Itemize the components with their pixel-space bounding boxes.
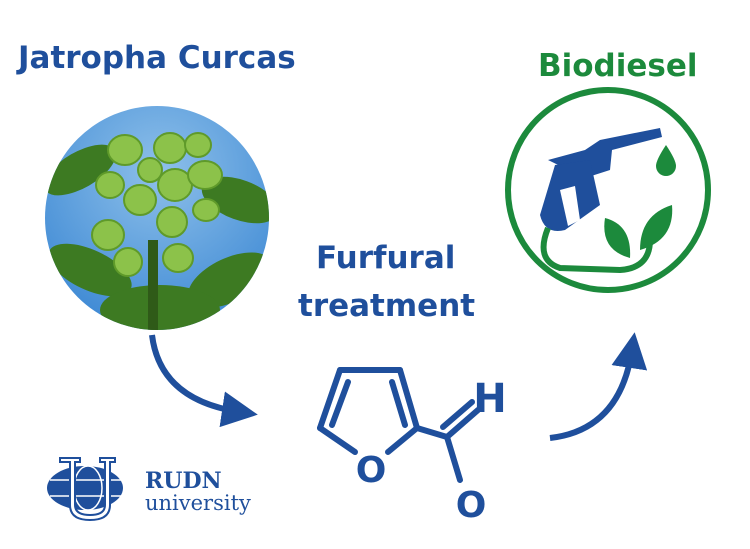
hose-line bbox=[540, 226, 653, 274]
process-title-line2: treatment bbox=[298, 288, 476, 324]
aldehyde-hydrogen-label: H bbox=[473, 376, 506, 422]
leaf-icon bbox=[604, 205, 673, 258]
rudn-logo: RUDN university bbox=[47, 457, 251, 522]
furfural-structure bbox=[317, 367, 481, 483]
fuel-drop-icon bbox=[656, 145, 676, 176]
aldehyde-oxygen-label: O bbox=[456, 485, 487, 526]
product-title: Biodiesel bbox=[538, 48, 698, 84]
source-title: Jatropha Curcas bbox=[18, 40, 296, 76]
jatropha-photo bbox=[45, 106, 269, 330]
arrow-to-treatment bbox=[149, 334, 258, 428]
logo-line2: university bbox=[145, 491, 251, 515]
ring-oxygen-label: O bbox=[356, 450, 387, 491]
process-title-line1: Furfural bbox=[316, 240, 456, 276]
biodiesel-icon bbox=[505, 87, 711, 293]
arrow-to-biodiesel bbox=[549, 332, 648, 441]
fuel-nozzle-icon bbox=[540, 128, 662, 231]
logo-line1: RUDN bbox=[145, 468, 222, 494]
